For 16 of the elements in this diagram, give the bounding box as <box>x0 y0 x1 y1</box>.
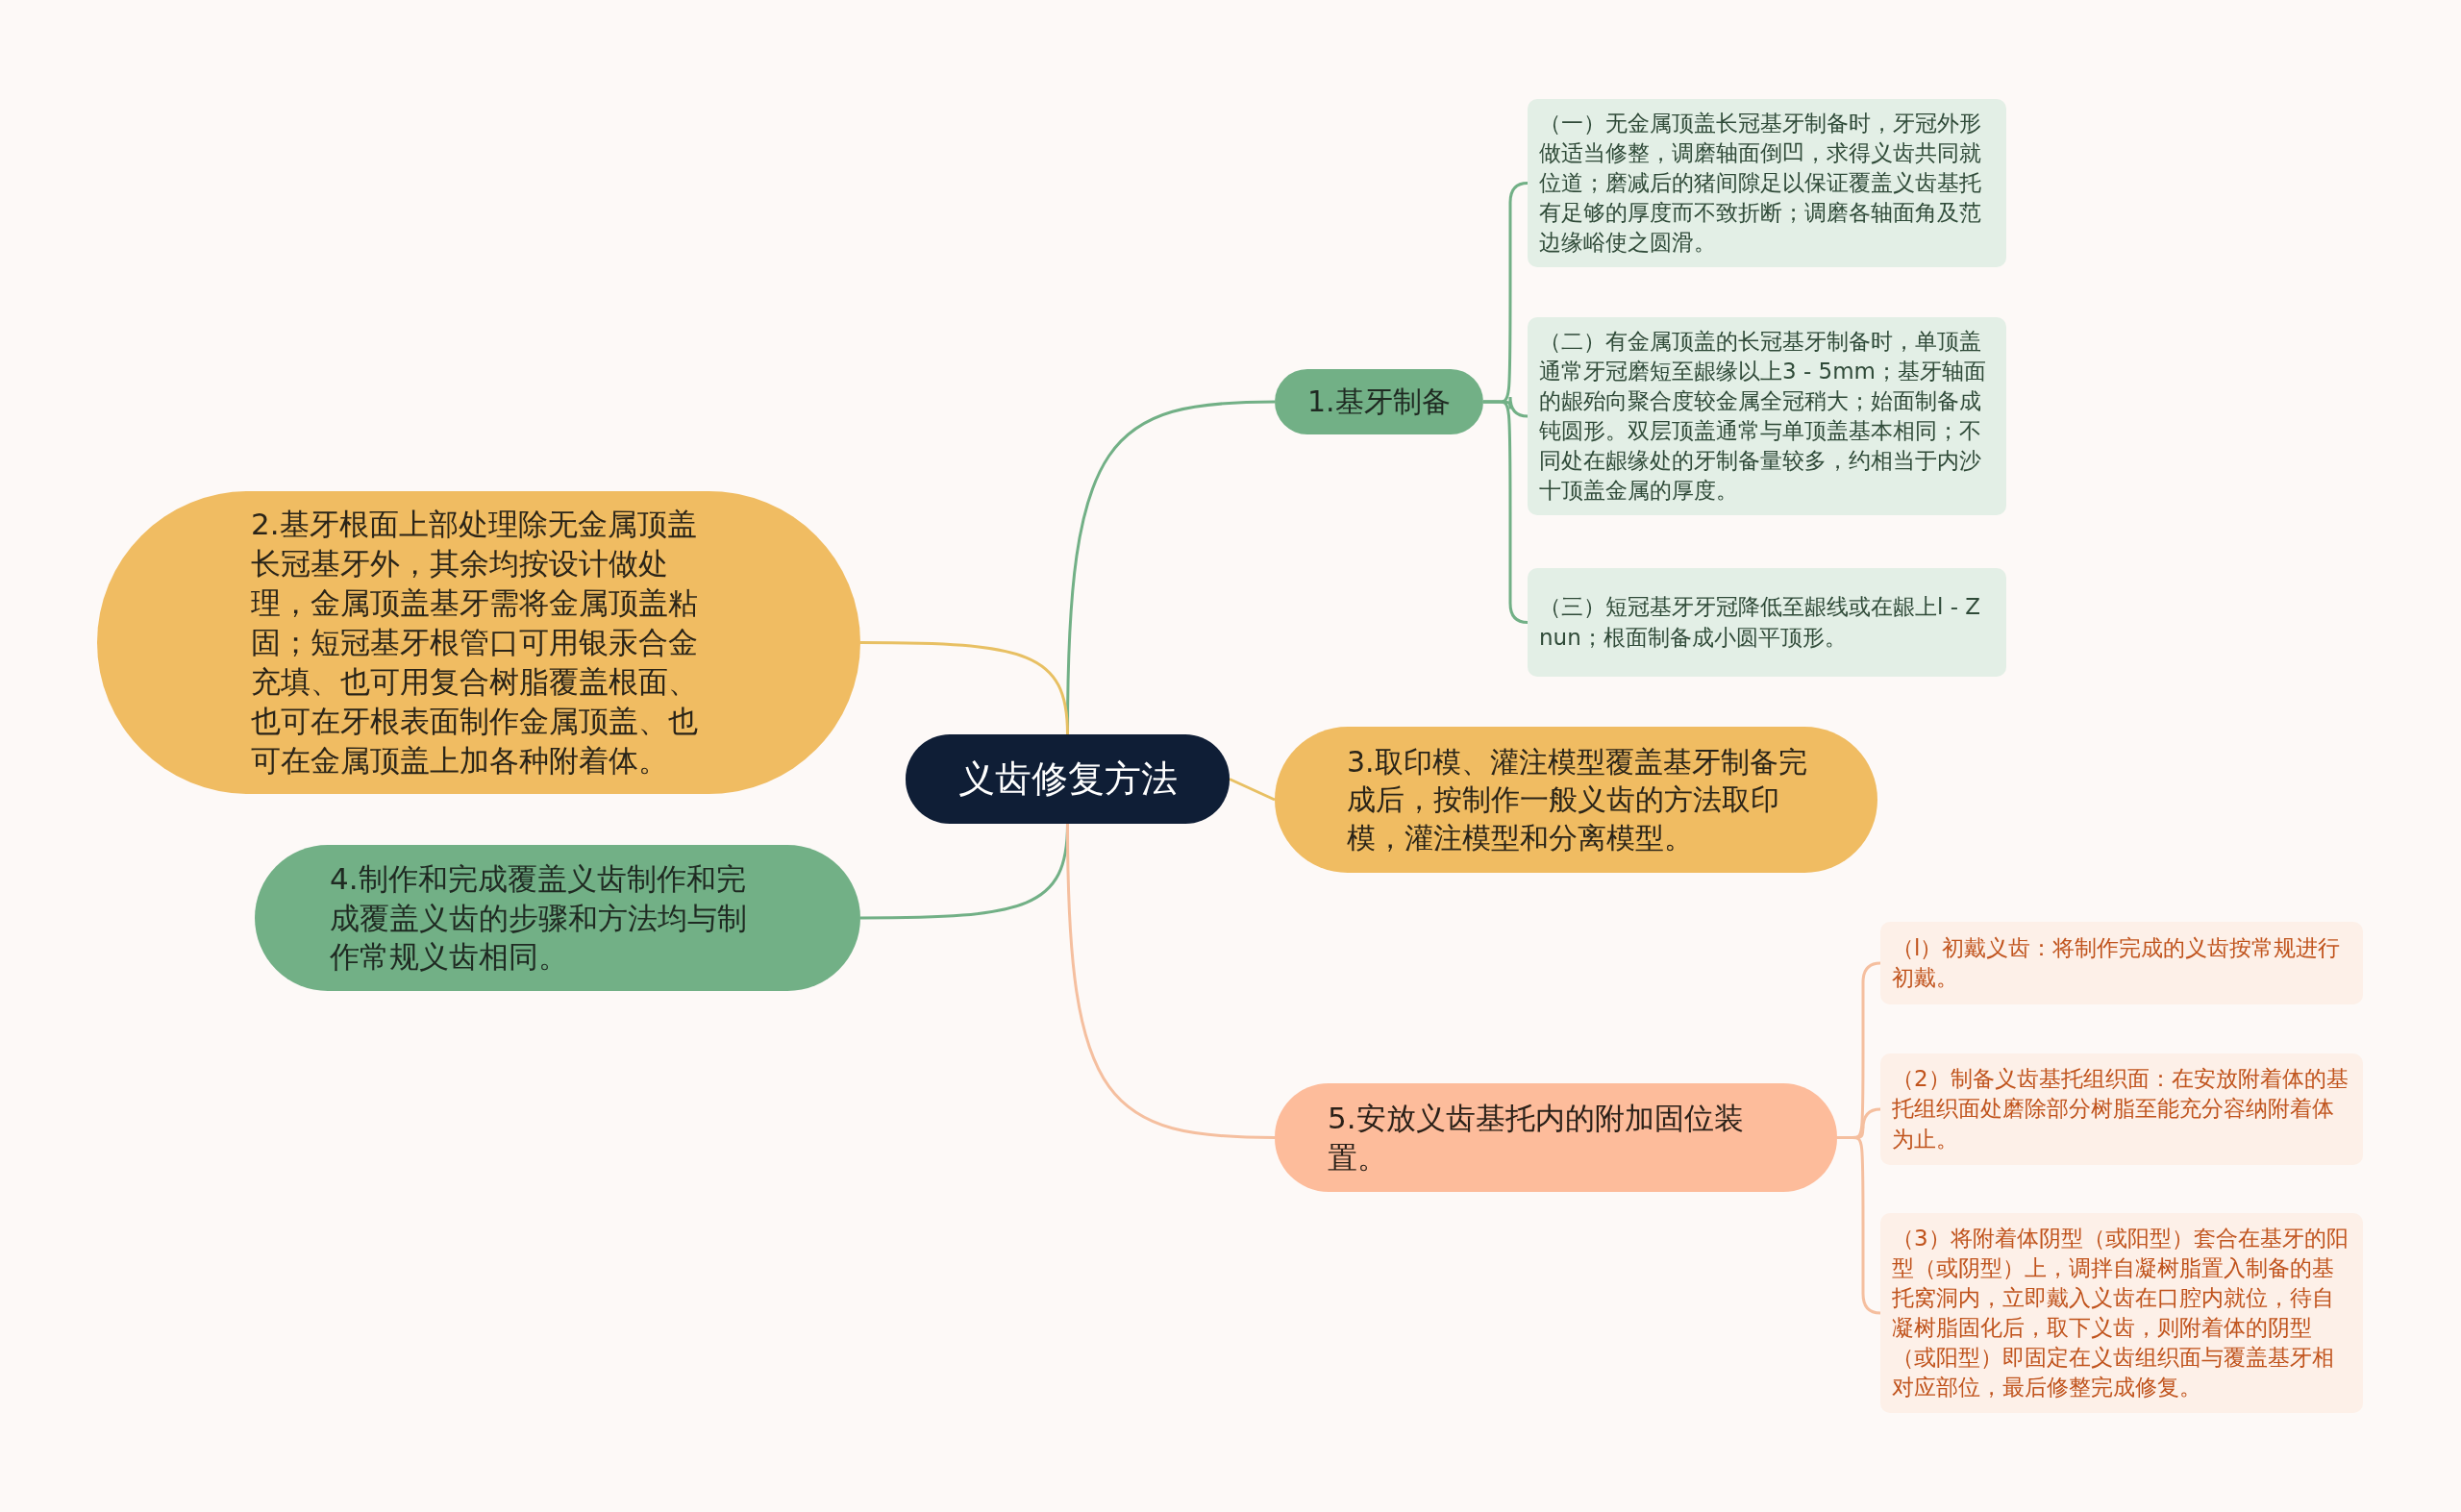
connector-line <box>1229 778 1276 802</box>
detail-card: （2）制备义齿基托组织面：在安放附着体的基托组织面处磨除部分树脂至能充分容纳附着体为止。 <box>1880 1053 2363 1165</box>
detail-card: （三）短冠基牙牙冠降低至龈线或在龈上l - Z nun；根面制备成小圆平顶形。 <box>1528 568 2006 677</box>
topic-pill: 2.基牙根面上部处理除无金属顶盖长冠基牙外，其余均按设计做处理，金属顶盖基牙需将金属顶盖粘固；短冠基牙根管口可用银汞合金充填、也可用复合树脂覆盖根面、也可在牙根表面制作金属顶盖、也可在金属顶盖上加各种附着体。 <box>97 491 860 794</box>
detail-card: （l）初戴义齿：将制作完成的义齿按常规进行初戴。 <box>1880 922 2363 1004</box>
connector-line <box>1066 823 1276 1139</box>
connector-line <box>860 641 1069 735</box>
central-topic: 义齿修复方法 <box>906 734 1230 824</box>
topic-pill: 4.制作和完成覆盖义齿制作和完成覆盖义齿的步骤和方法均与制作常规义齿相同。 <box>255 845 860 991</box>
topic-pill: 5.安放义齿基托内的附加固位装置。 <box>1275 1083 1837 1192</box>
topic-pill: 1.基牙制备 <box>1275 369 1483 434</box>
connector-line <box>1837 1136 1881 1315</box>
topic-pill: 3.取印模、灌注模型覆盖基牙制备完成后，按制作一般义齿的方法取印模，灌注模型和分离模型。 <box>1275 727 1877 873</box>
detail-card: （二）有金属顶盖的长冠基牙制备时，单顶盖通常牙冠磨短至龈缘以上3 - 5mm；基牙轴面的龈殆向聚合度较金属全冠稍大；始面制备成钝圆形。双层顶盖通常与单顶盖基本相同；不同处在龈缘处的牙制备量较多，约相当于内沙十顶盖金属的厚度。 <box>1528 317 2006 515</box>
detail-card: （一）无金属顶盖长冠基牙制备时，牙冠外形做适当修整，调磨轴面倒凹，求得义齿共同就位道；磨减后的猪间隙足以保证覆盖义齿基托有足够的厚度而不致折断；调磨各轴面角及范边缘峪使之圆滑。 <box>1528 99 2006 267</box>
detail-card: （3）将附着体阴型（或阳型）套合在基牙的阳型（或阴型）上，调拌自凝树脂置入制备的基托窝洞内，立即戴入义齿在口腔内就位，待自凝树脂固化后，取下义齿，则附着体的阴型（或阳型）即固定在义齿组织面与覆盖基牙相对应部位，最后修整完成修复。 <box>1880 1213 2363 1413</box>
